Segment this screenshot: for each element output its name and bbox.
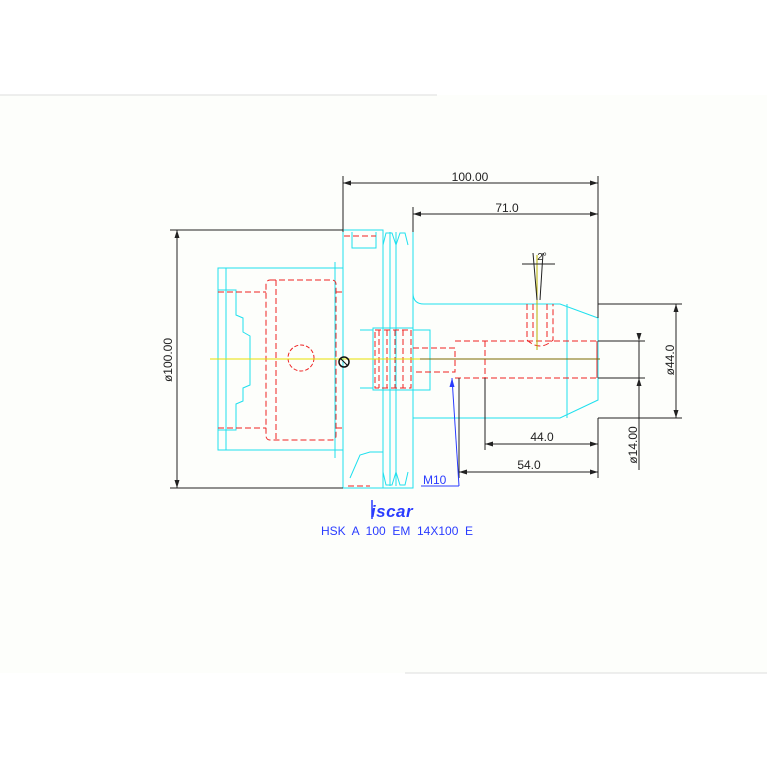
balance-hole-marker	[338, 356, 350, 368]
part-designation: HSK A 100 EM 14X100 E	[321, 524, 473, 538]
brand-logo-text: iscar	[371, 502, 414, 521]
dim-overall-length: 100.00	[452, 170, 489, 184]
dim-body-diameter: ø44.0	[663, 344, 677, 375]
dim-angle: 2°	[537, 252, 547, 263]
dim-projection-length: 71.0	[495, 201, 519, 215]
dim-depth-54: 54.0	[517, 458, 541, 472]
dim-bore-diameter: ø14.00	[626, 426, 640, 464]
dim-depth-44: 44.0	[530, 430, 554, 444]
dim-flange-diameter: ø100.00	[161, 338, 175, 382]
balance-hole-cross	[339, 357, 349, 367]
dimension-lines	[170, 176, 682, 489]
thread-callout	[421, 377, 460, 487]
iscar-logo: iscar	[371, 500, 414, 521]
dim-thread: M10	[423, 473, 447, 487]
